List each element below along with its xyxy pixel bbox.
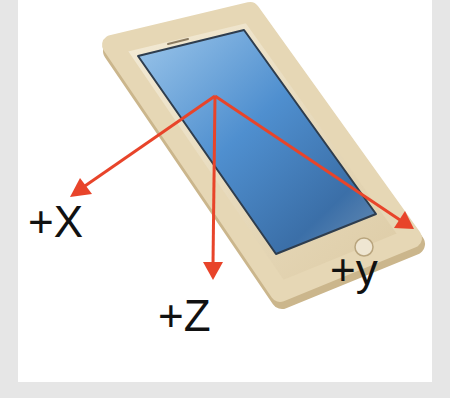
y-axis-label: +y bbox=[330, 248, 378, 292]
x-axis-line bbox=[82, 96, 215, 188]
x-arrowhead bbox=[70, 178, 92, 197]
phone-body bbox=[112, 12, 414, 298]
phone-screen bbox=[138, 30, 376, 254]
z-axis-line bbox=[213, 96, 215, 264]
z-axis-label: +Z bbox=[158, 294, 211, 338]
z-arrowhead bbox=[203, 262, 223, 280]
y-axis-line bbox=[215, 96, 400, 220]
x-axis-label: +X bbox=[28, 200, 83, 244]
y-arrowhead bbox=[394, 211, 414, 229]
